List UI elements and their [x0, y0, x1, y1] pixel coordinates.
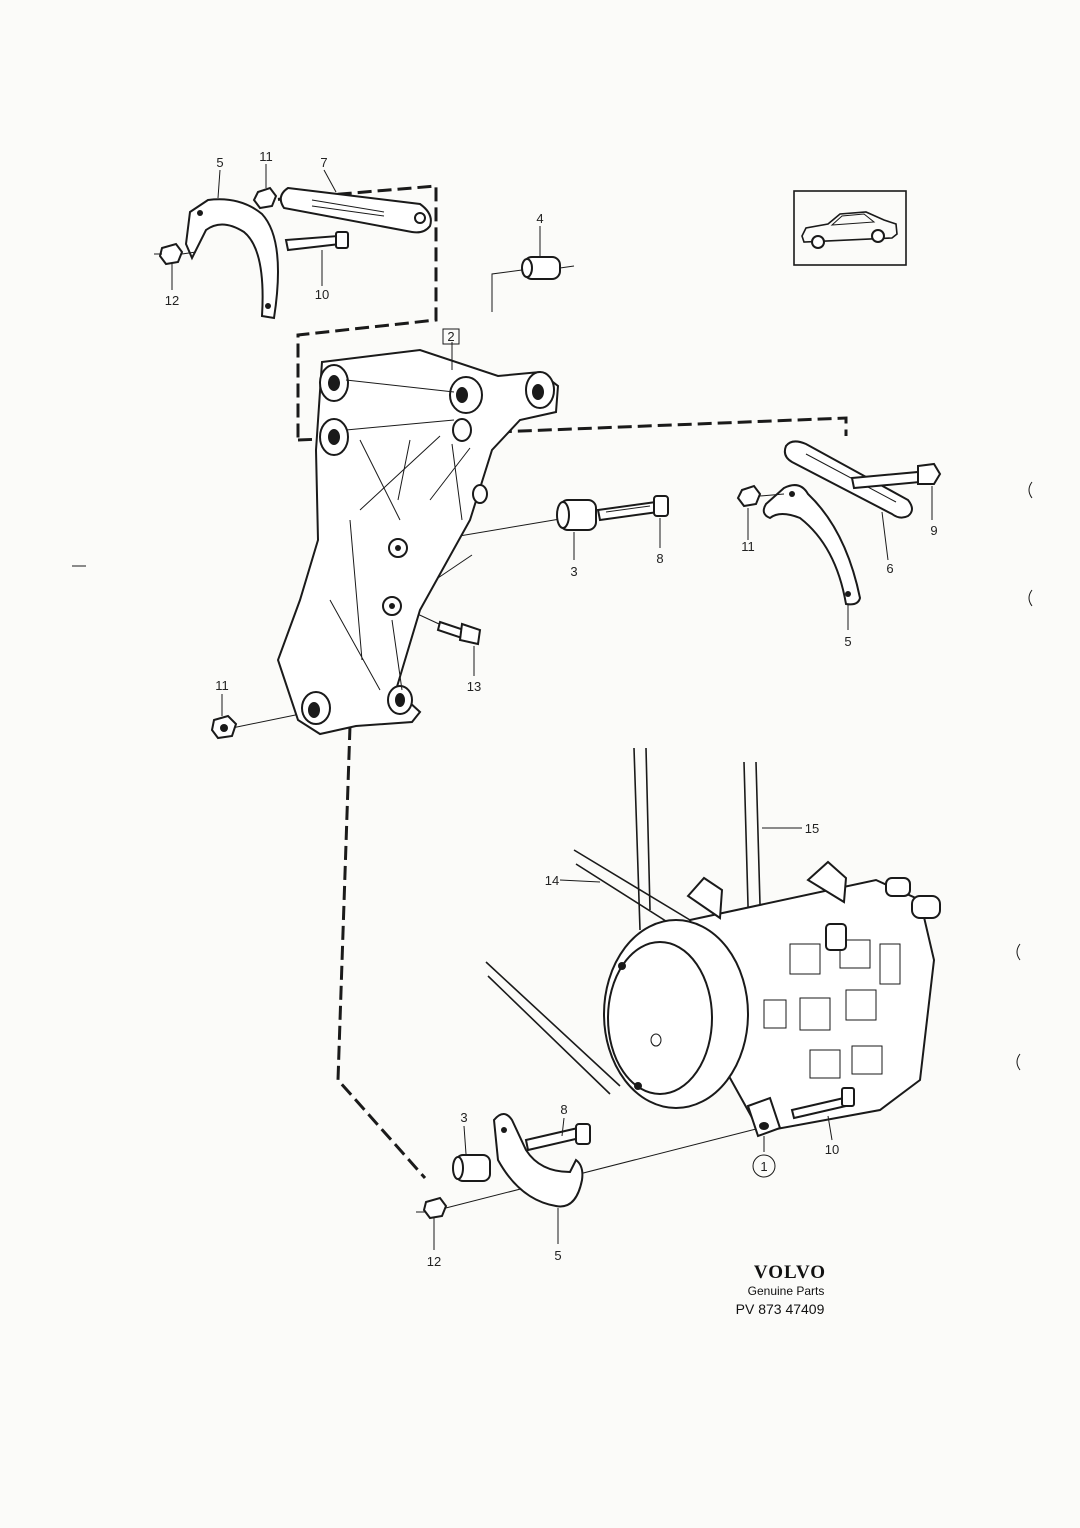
callout-14: 14: [545, 873, 559, 888]
callout-12-bot: 12: [427, 1254, 441, 1269]
right-adjuster-assembly: [736, 440, 942, 606]
callout-13: 13: [467, 679, 481, 694]
callout-11-left: 11: [215, 678, 229, 693]
callout-2-box: [442, 328, 460, 345]
callout-5-right: 5: [844, 634, 851, 649]
brand-logo: VOLVO: [754, 1262, 826, 1283]
leader-lines: [171, 164, 933, 1250]
callout-3-bot: 3: [460, 1110, 467, 1125]
callout-1-circle: [752, 1154, 776, 1178]
bushing-4: [521, 256, 575, 280]
callout-1: 1: [760, 1159, 767, 1174]
callout-3-mid: 3: [570, 564, 577, 579]
callout-5-bot: 5: [554, 1248, 561, 1263]
ac-compressor: [603, 860, 941, 1138]
callout-8-mid: 8: [656, 551, 663, 566]
lower-fixings: [416, 1113, 591, 1220]
callout-8-bot: 8: [560, 1102, 567, 1117]
nut-11-left: [210, 714, 238, 740]
callout-numbers: 5 11 7 4 12 10 2 3 8 11 6 9 5 13 11 15 1…: [165, 149, 938, 1269]
branding-block: VOLVO Genuine Parts PV 873 47409: [736, 1262, 826, 1317]
scan-edge-marks: [72, 481, 1033, 1071]
upper-adjuster-assembly: [154, 186, 432, 320]
bolt-13: [436, 620, 482, 646]
callout-6: 6: [886, 561, 893, 576]
callout-12-top: 12: [165, 293, 179, 308]
callout-7: 7: [320, 155, 327, 170]
part-number-code: PV 873 47409: [736, 1301, 825, 1317]
brand-subtitle: Genuine Parts: [748, 1284, 825, 1298]
callout-15: 15: [805, 821, 819, 836]
bushing-3-and-bolt-8: [556, 495, 669, 531]
car-thumbnail-icon: [793, 190, 907, 266]
callout-11-right: 11: [741, 539, 755, 554]
callout-9: 9: [930, 523, 937, 538]
callout-10-bot: 10: [825, 1142, 839, 1157]
callout-4: 4: [536, 211, 543, 226]
callout-2: 2: [447, 329, 454, 344]
callout-5-top: 5: [216, 155, 223, 170]
callout-10-top: 10: [315, 287, 329, 302]
main-bracket: [276, 348, 560, 736]
callout-11-top: 11: [259, 149, 273, 164]
